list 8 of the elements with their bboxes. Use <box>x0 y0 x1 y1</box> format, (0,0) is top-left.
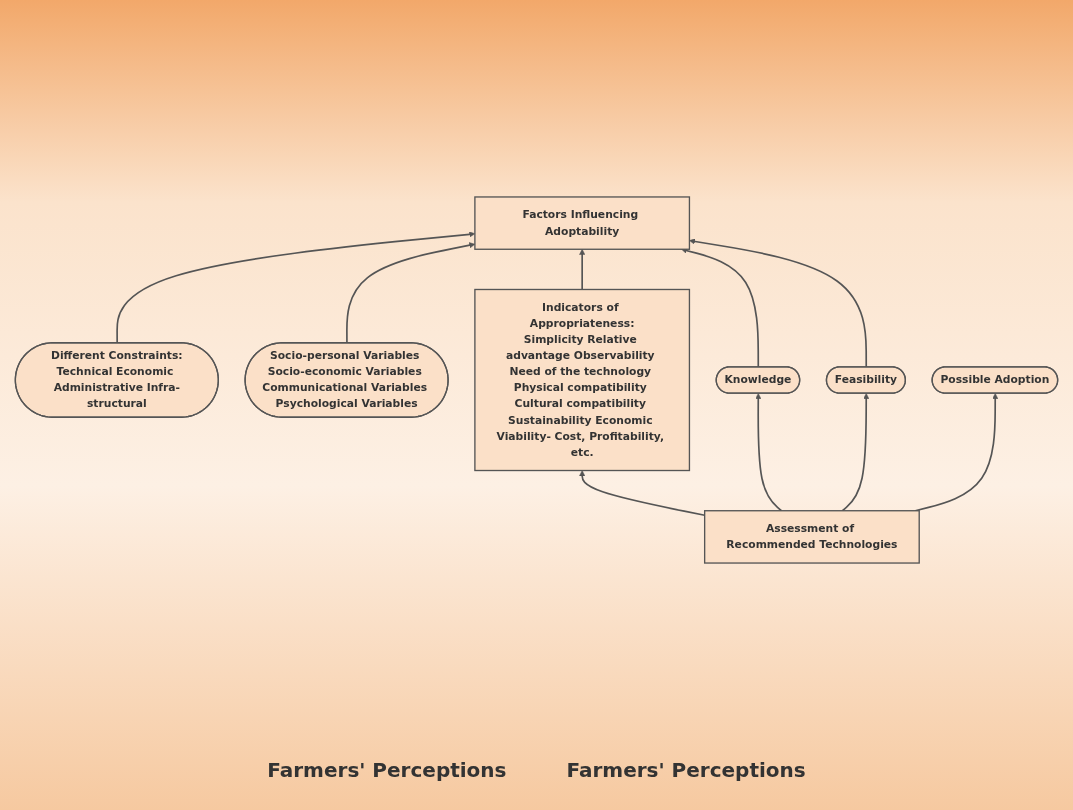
arrow <box>755 393 783 512</box>
node-box: Assessment of Recommended Technologies <box>704 510 920 564</box>
node-box: Indicators of Appropriateness: Simplicity Relative advantage Observability Need of the technology Physical compatibility Cultural compatibility Sustainability Economic Viability- Cost, Profitability, etc. <box>474 288 691 472</box>
perception-label: Farmers' Perceptions <box>267 758 507 782</box>
node-box: Factors Influencing Adoptability <box>474 196 691 250</box>
perception-label: Farmers' Perceptions <box>566 758 806 782</box>
arrow <box>841 393 870 512</box>
arrow <box>579 249 586 291</box>
